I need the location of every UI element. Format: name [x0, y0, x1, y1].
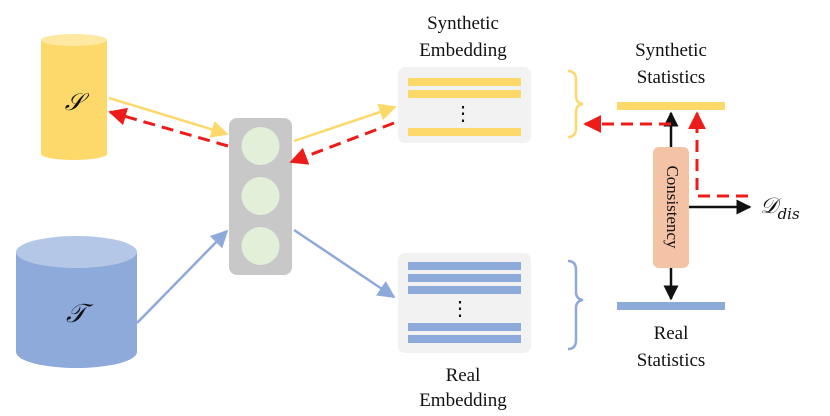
- real-to-model-arrow: [136, 229, 229, 324]
- real-embedding-title: Real: [446, 365, 481, 386]
- real-embedding-panel: ⋮: [398, 253, 531, 353]
- consistency-box: Consistency: [653, 147, 689, 268]
- real-brace: [567, 259, 584, 351]
- synthetic-embedding-title: Synthetic: [427, 13, 499, 34]
- model-block: [229, 118, 292, 275]
- model-node: [241, 177, 280, 215]
- synthetic-statistics-title: Synthetic: [635, 40, 707, 61]
- synthetic-to-model-arrow: [108, 96, 229, 138]
- embedding-bar: [408, 286, 521, 294]
- synthetic-statistics-title: Statistics: [637, 67, 706, 88]
- embedding-bar: [408, 335, 521, 343]
- real-statistics-bar: [617, 302, 725, 310]
- model-to-synthetic-embedding-arrow: [293, 103, 397, 143]
- ellipsis: ⋮: [453, 103, 473, 125]
- model-node: [241, 127, 280, 165]
- ellipsis: ⋮: [450, 298, 470, 320]
- synthetic-dataset-cylinder: 𝒮: [41, 34, 107, 160]
- embedding-bar: [408, 78, 521, 86]
- consistency-label: Consistency: [663, 165, 682, 249]
- synthetic-brace: [567, 69, 584, 139]
- loss-subscript: dis: [778, 205, 800, 223]
- real-embedding-title: Embedding: [419, 390, 507, 411]
- synthetic-embedding-title: Embedding: [419, 40, 507, 61]
- model-node: [241, 227, 280, 265]
- synthetic-statistics-bar: [617, 102, 725, 110]
- loss-symbol: 𝒟dis: [760, 194, 800, 223]
- loss-main: 𝒟: [760, 194, 782, 219]
- gradient-from-loss-arrow: [688, 111, 748, 198]
- gradient-to-synthetic-arrow: [108, 107, 229, 148]
- embedding-bar: [408, 274, 521, 282]
- real-statistics-title: Statistics: [637, 350, 706, 371]
- embedding-bar: [408, 90, 521, 98]
- model-to-real-embedding-arrow: [293, 228, 396, 299]
- synthetic-embedding-panel: ⋮: [398, 67, 531, 143]
- embedding-bar: [408, 323, 521, 331]
- real-statistics-title: Real: [654, 323, 689, 344]
- embedding-bar: [408, 262, 521, 270]
- embedding-bar: [408, 128, 521, 136]
- gradient-to-model-arrow: [289, 121, 395, 165]
- real-dataset-cylinder: 𝒯: [16, 236, 137, 368]
